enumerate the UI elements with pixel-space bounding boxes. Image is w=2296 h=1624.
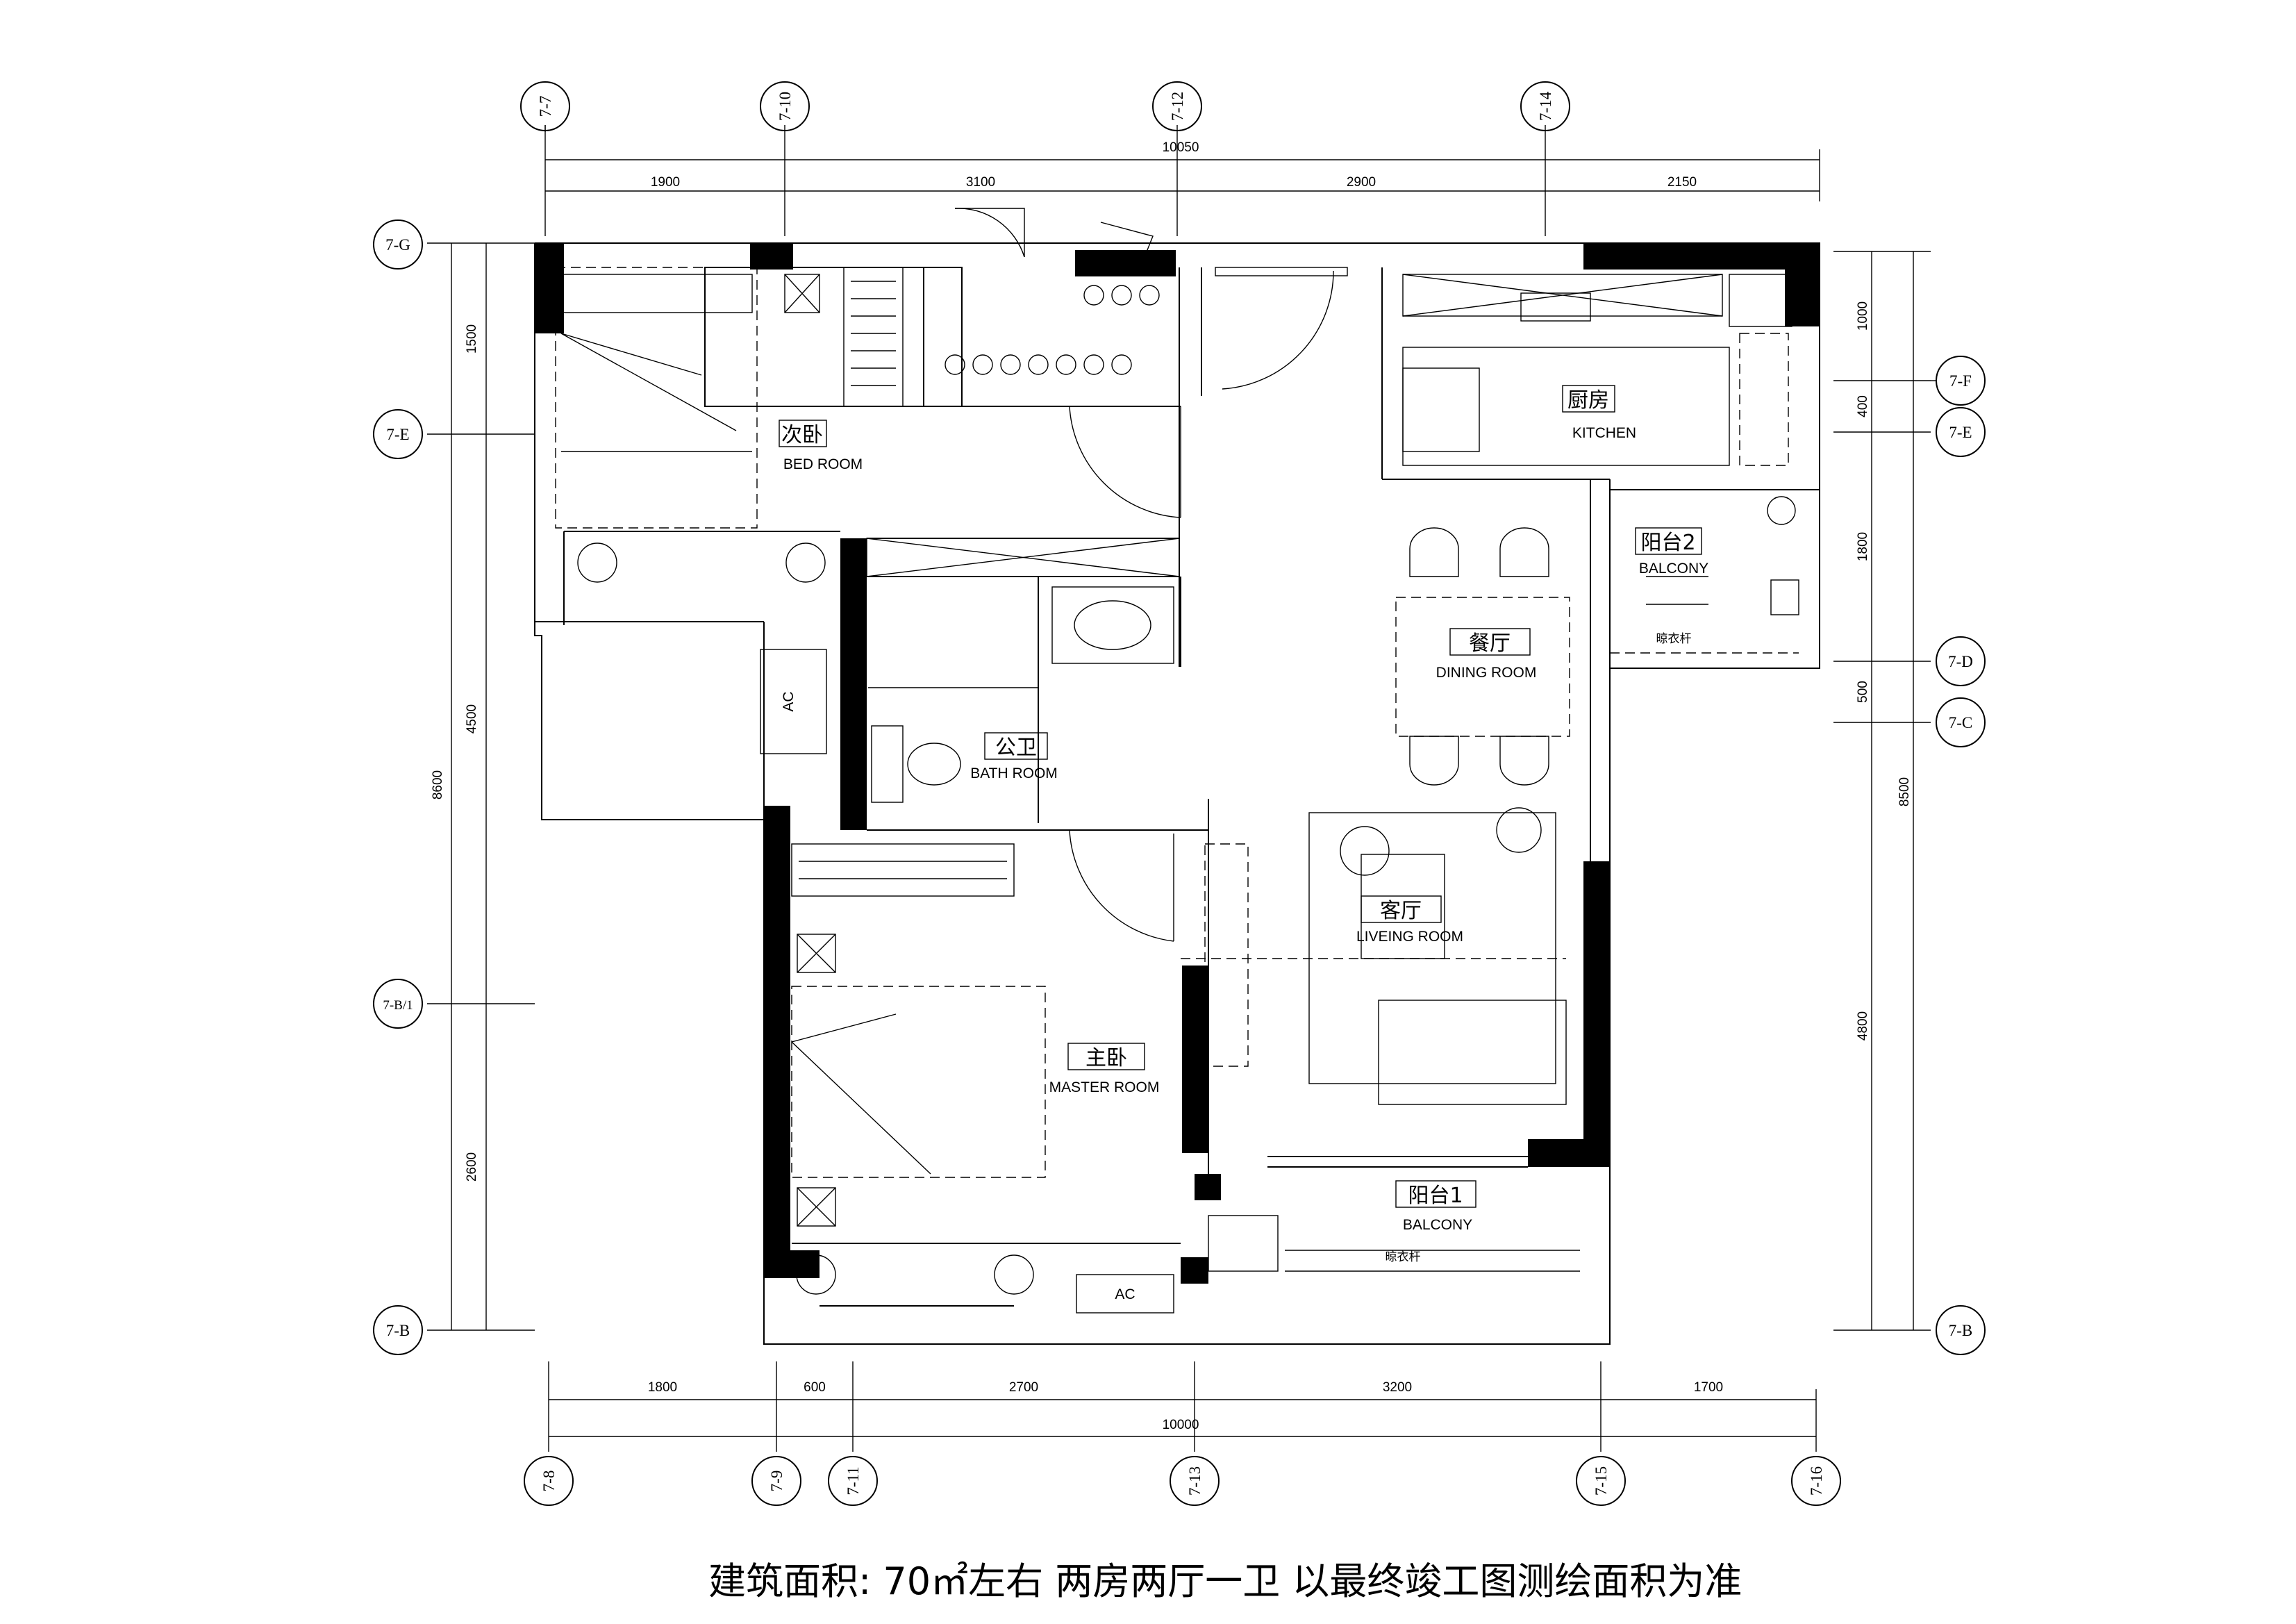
- dining-name: 餐厅: [1469, 631, 1511, 656]
- balcony2-name: 阳台2: [1640, 531, 1695, 555]
- balcony2-rack: 晾衣杆: [1656, 632, 1692, 646]
- bottom-dimensions: 1800 600 2700 3200 1700 10000: [548, 1361, 1817, 1452]
- master-furniture: [791, 843, 1046, 1295]
- top-dim-3: 2900: [1347, 175, 1376, 190]
- grid-bubbles-right: 7-F 7-E 7-D 7-C 7-B: [1931, 356, 1986, 1355]
- top-dim-4: 2150: [1667, 175, 1697, 190]
- living-furniture: [1181, 807, 1567, 1105]
- grid-right-1: 7-F: [1949, 372, 1972, 390]
- right-dim-5: 4800: [1856, 1011, 1870, 1041]
- left-dim-3: 2600: [465, 1152, 479, 1182]
- right-dim-4: 500: [1856, 681, 1870, 703]
- grid-top-4: 7-14: [1537, 91, 1554, 121]
- area-caption: 建筑面积: 70㎡左右 两房两厅一卫 以最终竣工图测绘面积为准: [708, 1559, 1742, 1603]
- ac-unit-2: [1076, 1274, 1174, 1314]
- right-dim-2: 400: [1856, 395, 1870, 417]
- bottom-dim-3: 2700: [1009, 1380, 1038, 1395]
- kitchen-en: KITCHEN: [1572, 425, 1636, 441]
- grid-bottom-5: 7-15: [1592, 1466, 1610, 1495]
- bottom-dim-4: 3200: [1383, 1380, 1412, 1395]
- kitchen-fixtures: [1402, 274, 1792, 466]
- bottom-dim-5: 1700: [1694, 1380, 1723, 1395]
- grid-right-3: 7-D: [1948, 653, 1973, 670]
- balcony1-rack: 晾衣杆: [1386, 1250, 1421, 1264]
- grid-top-2: 7-10: [776, 92, 794, 121]
- walls: [534, 242, 1820, 1345]
- grid-left-2: 7-E: [386, 426, 409, 443]
- balcony1-name: 阳台1: [1408, 1184, 1463, 1208]
- grid-right-2: 7-E: [1949, 424, 1972, 441]
- balcony2-en: BALCONY: [1639, 561, 1708, 577]
- top-dim-1: 1900: [651, 175, 680, 190]
- left-dimensions: 1500 4500 2600 8600: [427, 242, 535, 1331]
- left-total: 8600: [431, 770, 445, 799]
- grid-right-5: 7-B: [1949, 1322, 1973, 1339]
- grid-bubbles-top: 7-7 7-10 7-12 7-14: [520, 81, 1570, 132]
- grid-left-4: 7-B: [386, 1322, 410, 1339]
- grid-bubbles-left: 7-G 7-E 7-B/1 7-B: [373, 219, 423, 1355]
- bedroom2-en: BED ROOM: [783, 456, 863, 472]
- balcony2-fixtures: [1610, 496, 1799, 654]
- grid-top-1: 7-7: [537, 96, 554, 117]
- kitchen-name: 厨房: [1567, 388, 1609, 413]
- grid-bottom-1: 7-8: [540, 1470, 558, 1492]
- room-labels: 次卧 BED ROOM 厨房 KITCHEN 阳台2 BALCONY 晾衣杆 餐…: [779, 385, 1708, 1264]
- balcony1-fixtures: [1208, 1215, 1580, 1272]
- grid-bottom-6: 7-16: [1808, 1466, 1825, 1495]
- bath-name: 公卫: [995, 736, 1037, 760]
- bottom-dim-1: 1800: [648, 1380, 677, 1395]
- top-dimensions: 10050 1900 3100 2900 2150: [544, 125, 1820, 236]
- master-name: 主卧: [1085, 1046, 1127, 1070]
- bottom-dim-2: 600: [804, 1380, 826, 1395]
- top-total: 10050: [1163, 140, 1199, 155]
- grid-bubbles-bottom: 7-8 7-9 7-11 7-13 7-15 7-16: [524, 1456, 1841, 1506]
- grid-bottom-3: 7-11: [845, 1466, 862, 1495]
- dining-furniture: [1395, 527, 1570, 786]
- grid-left-3: 7-B/1: [383, 998, 413, 1013]
- right-dimensions: 1000 400 1800 500 4800 8500: [1833, 251, 1931, 1331]
- left-dim-1: 1500: [465, 324, 479, 354]
- grid-top-3: 7-12: [1169, 92, 1186, 121]
- living-en: LIVEING ROOM: [1356, 929, 1463, 945]
- bedroom2-furniture: [555, 267, 904, 583]
- grid-left-1: 7-G: [385, 236, 410, 254]
- living-name: 客厅: [1380, 899, 1422, 923]
- grid-bottom-4: 7-13: [1186, 1466, 1204, 1495]
- right-total: 8500: [1897, 777, 1912, 806]
- top-dim-2: 3100: [966, 175, 995, 190]
- ac-unit-1: [760, 649, 827, 754]
- dining-en: DINING ROOM: [1436, 665, 1537, 681]
- right-dim-1: 1000: [1856, 301, 1870, 331]
- balcony1-en: BALCONY: [1403, 1217, 1472, 1233]
- master-en: MASTER ROOM: [1049, 1079, 1160, 1095]
- bath-en: BATH ROOM: [970, 765, 1058, 781]
- ac-label-1: AC: [781, 691, 797, 711]
- grid-bottom-2: 7-9: [768, 1470, 785, 1492]
- right-dim-3: 1800: [1856, 532, 1870, 561]
- grid-right-4: 7-C: [1949, 714, 1973, 731]
- doors: [954, 208, 1348, 942]
- left-dim-2: 4500: [465, 704, 479, 734]
- storage-cabinets: [866, 285, 1180, 577]
- bedroom2-name: 次卧: [781, 423, 823, 447]
- ac-units: AC AC: [760, 649, 1174, 1314]
- ac-label-2: AC: [1115, 1286, 1135, 1302]
- bottom-total: 10000: [1163, 1418, 1199, 1432]
- bathroom-fixtures: [868, 586, 1174, 803]
